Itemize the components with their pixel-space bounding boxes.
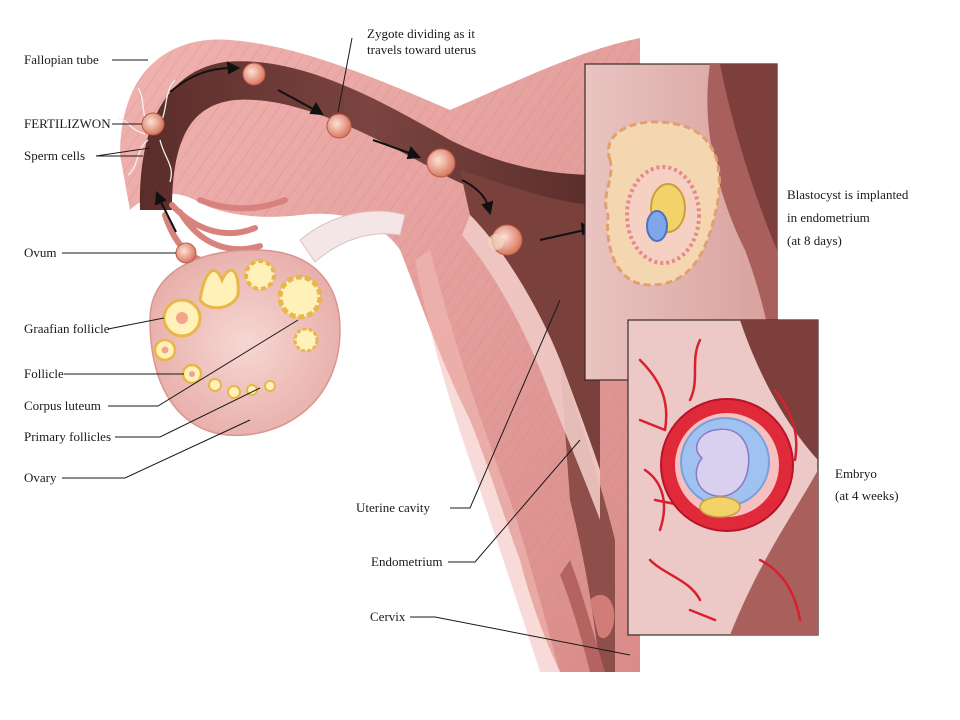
label-fallopian-tube: Fallopian tube bbox=[24, 52, 99, 67]
embryo-inset bbox=[627, 319, 819, 636]
morula bbox=[426, 148, 456, 178]
label-fertilization: FERTILIZWON bbox=[24, 116, 111, 131]
sperm-cells bbox=[117, 79, 176, 183]
ovarian-ligament bbox=[299, 210, 406, 263]
fertilized-ovum bbox=[141, 112, 165, 136]
label-blastocyst-line2: in endometrium bbox=[787, 210, 870, 225]
label-ovum: Ovum bbox=[24, 245, 57, 260]
uterus-illustration bbox=[120, 38, 640, 672]
label-uterine-cavity: Uterine cavity bbox=[356, 500, 430, 515]
ruptured-follicle bbox=[198, 268, 240, 310]
primary-follicle bbox=[264, 380, 276, 392]
corpus-albicans bbox=[244, 259, 276, 291]
label-embryo-line1: Embryo bbox=[835, 466, 877, 481]
ovum-cell bbox=[175, 242, 197, 264]
migration-arrows bbox=[154, 61, 595, 241]
label-primary-follicles: Primary follicles bbox=[24, 429, 111, 444]
labels: Fallopian tube FERTILIZWON Sperm cells O… bbox=[24, 26, 909, 624]
primary-follicle bbox=[208, 378, 222, 392]
fallopian-tube-lumen bbox=[139, 61, 600, 211]
leader-lines bbox=[62, 37, 631, 656]
label-blastocyst-line3: (at 8 days) bbox=[787, 233, 842, 248]
ovary-illustration bbox=[149, 249, 341, 437]
label-zygote-line1: Zygote dividing as it bbox=[367, 26, 475, 41]
zygote-4cell bbox=[326, 113, 352, 139]
fimbriae bbox=[162, 197, 288, 265]
blood-vessels bbox=[638, 338, 802, 622]
cell-journey bbox=[117, 61, 595, 264]
label-graafian-follicle: Graafian follicle bbox=[24, 321, 110, 336]
label-ovary: Ovary bbox=[24, 470, 57, 485]
label-embryo-line2: (at 4 weeks) bbox=[835, 488, 899, 503]
endometrium-layer bbox=[462, 215, 600, 520]
primary-follicle bbox=[227, 385, 241, 399]
cervix-canal bbox=[560, 560, 605, 672]
degenerating-follicle bbox=[293, 327, 319, 353]
corpus-luteum bbox=[277, 274, 323, 320]
label-endometrium: Endometrium bbox=[371, 554, 443, 569]
label-cervix: Cervix bbox=[370, 609, 406, 624]
label-blastocyst-line1: Blastocyst is implanted bbox=[787, 187, 909, 202]
label-corpus-luteum: Corpus luteum bbox=[24, 398, 101, 413]
label-zygote-line2: travels toward uterus bbox=[367, 42, 476, 57]
uterine-cavity-lumen bbox=[460, 170, 600, 470]
embryo-body bbox=[695, 428, 750, 497]
zygote-2cell bbox=[242, 62, 266, 86]
embryo-yolk bbox=[699, 496, 741, 518]
label-sperm-cells: Sperm cells bbox=[24, 148, 85, 163]
label-follicle: Follicle bbox=[24, 366, 64, 381]
yolk-sac bbox=[646, 210, 668, 242]
